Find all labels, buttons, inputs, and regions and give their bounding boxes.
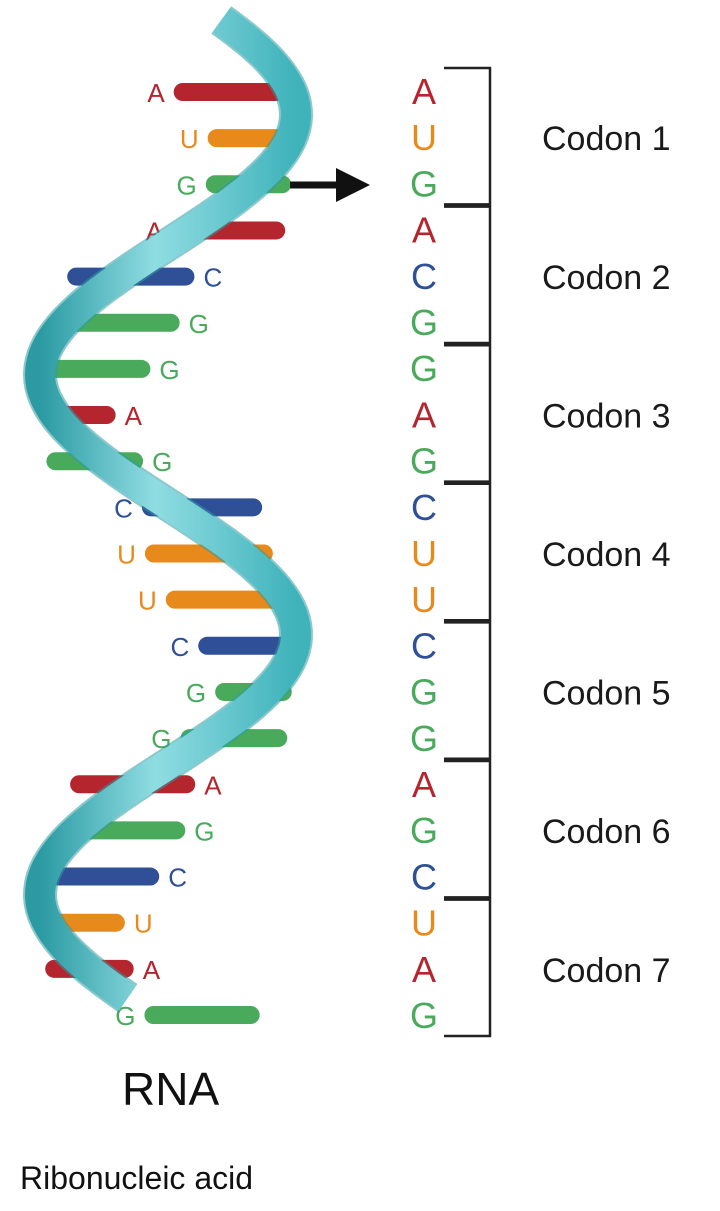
base-A-1: A: [147, 78, 286, 108]
base-letter: A: [125, 401, 143, 431]
arrow-icon: [290, 168, 370, 202]
codon-base: G: [410, 302, 438, 343]
codon-bracket: [444, 621, 492, 761]
base-letter: A: [204, 770, 222, 800]
base-letter: A: [147, 78, 165, 108]
base-letter: U: [180, 124, 199, 154]
base-letter: G: [189, 309, 209, 339]
codon-base: C: [411, 487, 437, 528]
codon-bracket: [444, 898, 492, 1038]
base-letter: G: [159, 355, 179, 385]
codon-base: C: [411, 625, 437, 666]
codon-bracket: [444, 66, 492, 206]
codon-label: Codon 6: [542, 813, 671, 851]
codon-label: Codon 4: [542, 536, 671, 574]
base-letter: G: [194, 816, 214, 846]
codon-base: A: [412, 71, 436, 112]
codon-base: C: [411, 256, 437, 297]
diagram-title: RNA: [122, 1063, 220, 1115]
codon-base: G: [410, 163, 438, 204]
codon-base: A: [412, 764, 436, 805]
base-letter: C: [170, 632, 189, 662]
base-letter: G: [152, 447, 172, 477]
base-letter: U: [117, 540, 136, 570]
base-letter: G: [177, 170, 197, 200]
base-letter: G: [186, 678, 206, 708]
codon-base: G: [410, 441, 438, 482]
base-letter: A: [143, 955, 161, 985]
codon-base: U: [411, 533, 437, 574]
rna-backbone-ribbon: [23, 6, 313, 1012]
codon-base: G: [410, 348, 438, 389]
codon-7: UAG Codon 7: [410, 898, 671, 1038]
base-letter: U: [134, 909, 153, 939]
base-letter: U: [138, 586, 157, 616]
codon-base: A: [412, 949, 436, 990]
codon-base: A: [412, 394, 436, 435]
codon-label: Codon 2: [542, 259, 671, 297]
codon-base: G: [410, 718, 438, 759]
base-U-2: U: [180, 124, 292, 154]
codon-bracket: [444, 343, 492, 483]
codon-base: U: [411, 117, 437, 158]
base-C-18: C: [49, 863, 187, 893]
codon-label: Codon 1: [542, 120, 671, 158]
codon-6: AGC Codon 6: [410, 759, 671, 899]
codon-label: Codon 3: [542, 397, 671, 435]
codon-base: U: [411, 903, 437, 944]
base-letter: C: [203, 263, 222, 293]
codon-label: Codon 7: [542, 952, 671, 990]
codon-base: C: [411, 856, 437, 897]
codon-bracket: [444, 482, 492, 622]
codon-2: ACG Codon 2: [410, 205, 671, 345]
codon-3: GAG Codon 3: [410, 343, 671, 483]
codon-bracket: [444, 759, 492, 899]
codon-base: G: [410, 810, 438, 851]
codon-base: G: [410, 672, 438, 713]
base-letter: C: [114, 493, 133, 523]
codon-bracket: [444, 205, 492, 345]
base-C-13: C: [170, 632, 291, 662]
base-letter: C: [168, 863, 187, 893]
codon-1: AUG Codon 1: [410, 66, 671, 206]
codon-base: G: [410, 995, 438, 1036]
diagram-subtitle: Ribonucleic acid: [20, 1160, 254, 1196]
backbone-strand: [25, 7, 311, 1011]
base-G-7: G: [47, 355, 180, 385]
base-G-21: G: [115, 1001, 260, 1031]
codon-label: Codon 5: [542, 675, 671, 713]
codon-base: U: [411, 579, 437, 620]
base-U-12: U: [138, 586, 284, 616]
codon-base: A: [412, 210, 436, 251]
